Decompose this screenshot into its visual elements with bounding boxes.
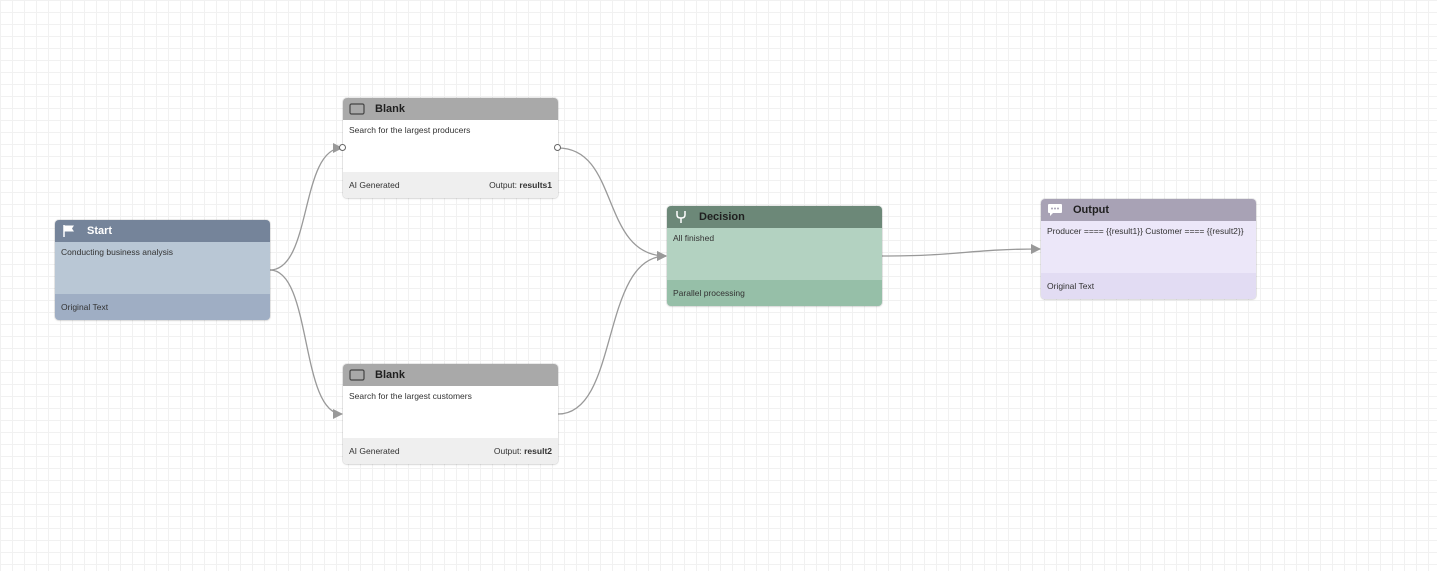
fork-icon: [673, 209, 689, 225]
node-output: Output: results1: [489, 180, 552, 190]
node-source-label: Original Text: [61, 302, 109, 312]
node-description: Producer ==== {{result1}} Customer ==== …: [1047, 226, 1244, 236]
node-source-label: AI Generated: [349, 446, 400, 456]
node-footer: AI Generated Output: result2: [343, 438, 558, 464]
output-label: Output:: [489, 180, 518, 190]
edge-start-to-blank2[interactable]: [269, 269, 343, 419]
node-description: Conducting business analysis: [61, 247, 173, 257]
node-title: Decision: [699, 211, 745, 223]
input-port-handle[interactable]: [339, 144, 346, 151]
edge-start-to-blank1[interactable]: [269, 143, 343, 271]
output-label: Output:: [493, 446, 522, 456]
edge-blank2-to-decision[interactable]: [557, 251, 667, 415]
node-title: Blank: [375, 103, 405, 115]
node-source-label: Original Text: [1047, 281, 1095, 291]
output-port-handle[interactable]: [554, 144, 561, 151]
node-start[interactable]: Start Conducting business analysis Origi…: [55, 220, 270, 320]
square-icon: [349, 101, 365, 117]
node-blank-header[interactable]: Blank: [343, 98, 558, 120]
square-icon: [349, 367, 365, 383]
node-mode-label: Parallel processing: [673, 288, 745, 298]
chat-bubble-icon: [1047, 202, 1063, 218]
node-footer: Parallel processing: [667, 280, 882, 306]
node-source-label: AI Generated: [349, 180, 400, 190]
node-start-header[interactable]: Start: [55, 220, 270, 242]
node-title: Blank: [375, 369, 405, 381]
node-blank-producers[interactable]: Blank Search for the largest producers A…: [343, 98, 558, 198]
output-variable: result2: [524, 446, 552, 456]
node-output-header[interactable]: Output: [1041, 199, 1256, 221]
node-blank-header[interactable]: Blank: [343, 364, 558, 386]
output-variable: results1: [519, 180, 552, 190]
node-footer: AI Generated Output: results1: [343, 172, 558, 198]
node-footer: Original Text: [55, 294, 270, 320]
node-blank-customers[interactable]: Blank Search for the largest customers A…: [343, 364, 558, 464]
edge-decision-to-output[interactable]: [881, 244, 1041, 257]
node-decision-header[interactable]: Decision: [667, 206, 882, 228]
node-title: Start: [87, 225, 113, 237]
node-output: Output: result2: [494, 446, 552, 456]
node-description: Search for the largest producers: [349, 125, 471, 135]
edge-blank1-to-decision[interactable]: [557, 147, 667, 261]
node-description: Search for the largest customers: [349, 391, 472, 401]
node-decision[interactable]: Decision All finished Parallel processin…: [667, 206, 882, 306]
flag-icon: [61, 223, 77, 239]
node-footer: Original Text: [1041, 273, 1256, 299]
node-title: Output: [1073, 204, 1110, 216]
node-output[interactable]: Output Producer ==== {{result1}} Custome…: [1041, 199, 1256, 299]
node-description: All finished: [673, 233, 715, 243]
